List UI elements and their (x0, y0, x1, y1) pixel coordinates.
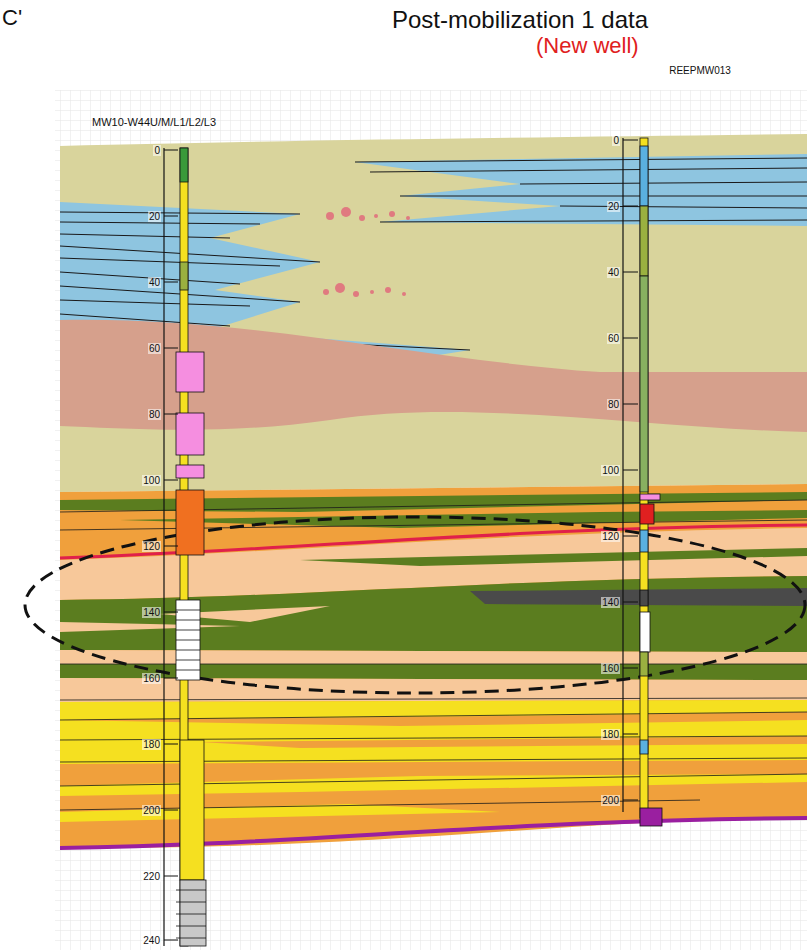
depth-tick-mark (164, 612, 178, 613)
depth-tick-mark (623, 338, 638, 339)
depth-label: 120 (601, 531, 620, 542)
depth-label: 140 (142, 607, 161, 618)
depth-tick-mark (164, 480, 178, 481)
depth-tick-mark (164, 216, 178, 217)
depth-tick-mark (623, 470, 638, 471)
chart-title: Post-mobilization 1 data (392, 7, 648, 33)
depth-tick-mark (623, 602, 638, 603)
depth-tick-mark (164, 348, 178, 349)
depth-tick-mark (164, 414, 178, 415)
depth-label: 80 (148, 409, 161, 420)
depth-label: 40 (148, 277, 161, 288)
new-well-note: (New well) (536, 34, 639, 58)
depth-tick-mark (623, 734, 638, 735)
well-name: MW10-W44U/M/L1/L2/L3 (92, 116, 216, 128)
depth-label: 100 (601, 465, 620, 476)
depth-tick-mark (164, 744, 178, 745)
depth-label: 240 (142, 935, 161, 946)
depth-tick-mark (623, 140, 638, 141)
depth-label: 140 (601, 597, 620, 608)
depth-tick-mark (164, 876, 178, 877)
depth-tick-mark (623, 206, 638, 207)
depth-label: 180 (601, 729, 620, 740)
depth-tick-mark (623, 800, 638, 801)
depth-tick-mark (623, 404, 638, 405)
depth-label: 200 (142, 805, 161, 816)
depth-tick-mark (164, 282, 178, 283)
depth-tick-mark (623, 272, 638, 273)
depth-label: 100 (142, 475, 161, 486)
depth-label: 0 (153, 145, 161, 156)
depth-label: 0 (612, 135, 620, 146)
depth-tick-mark (623, 536, 638, 537)
depth-label: 60 (607, 333, 620, 344)
depth-tick-mark (164, 940, 178, 941)
depth-tick-mark (623, 668, 638, 669)
depth-tick-mark (164, 678, 178, 679)
depth-label: 220 (142, 871, 161, 882)
depth-label: 180 (142, 739, 161, 750)
depth-tick-mark (164, 810, 178, 811)
depth-tick-mark (164, 150, 178, 151)
depth-label: 20 (148, 211, 161, 222)
depth-label: 160 (142, 673, 161, 684)
depth-label: 60 (148, 343, 161, 354)
depth-label: 80 (607, 399, 620, 410)
well-name: REEPMW013 (669, 65, 731, 76)
depth-label: 160 (601, 663, 620, 674)
section-label: C' (2, 6, 22, 30)
depth-label: 120 (142, 541, 161, 552)
depth-label: 40 (607, 267, 620, 278)
depth-label: 20 (607, 201, 620, 212)
depth-label: 200 (601, 795, 620, 806)
depth-tick-mark (164, 546, 178, 547)
